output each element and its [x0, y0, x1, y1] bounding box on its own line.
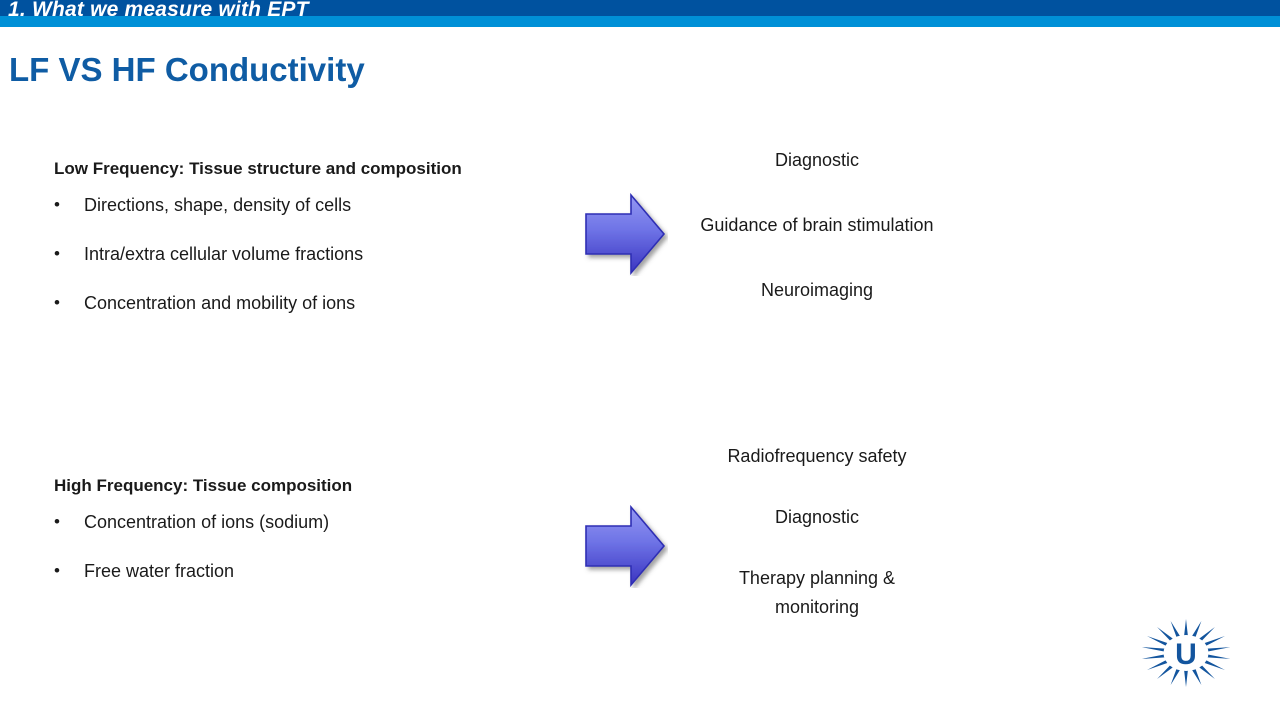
- list-item: • Intra/extra cellular volume fractions: [54, 242, 574, 266]
- low-frequency-heading: Low Frequency: Tissue structure and comp…: [54, 159, 462, 178]
- high-frequency-applications: Radiofrequency safety Diagnostic Therapy…: [697, 442, 937, 622]
- bullet-icon: •: [54, 512, 60, 531]
- low-frequency-block: Low Frequency: Tissue structure and comp…: [54, 159, 574, 340]
- high-frequency-block: High Frequency: Tissue composition • Con…: [54, 476, 574, 608]
- application-item: Diagnostic: [774, 507, 860, 527]
- list-item: • Free water fraction: [54, 559, 574, 583]
- list-item-label: Free water fraction: [84, 561, 235, 581]
- page-title: LF VS HF Conductivity: [9, 51, 365, 88]
- right-arrow-icon: [585, 192, 666, 276]
- right-arrow-icon: [585, 504, 666, 588]
- high-frequency-heading: High Frequency: Tissue composition: [54, 476, 353, 495]
- bullet-icon: •: [54, 244, 60, 263]
- application-item: Radiofrequency safety: [727, 446, 907, 466]
- list-item-label: Intra/extra cellular volume fractions: [84, 244, 364, 264]
- low-frequency-applications: Diagnostic Guidance of brain stimulation…: [697, 146, 937, 305]
- list-item-label: Concentration of ions (sodium): [84, 512, 330, 532]
- application-item: Neuroimaging: [760, 280, 874, 300]
- bullet-icon: •: [54, 293, 60, 312]
- bullet-icon: •: [54, 561, 60, 580]
- header-banner-light-band: [0, 16, 1280, 27]
- application-item: Guidance of brain stimulation: [700, 215, 934, 235]
- list-item: • Concentration and mobility of ions: [54, 291, 574, 315]
- application-item: Therapy planning & monitoring: [738, 568, 896, 617]
- header-banner-dark-band: [0, 0, 1280, 16]
- list-item: • Directions, shape, density of cells: [54, 193, 574, 217]
- list-item-label: Directions, shape, density of cells: [84, 195, 352, 215]
- application-item: Diagnostic: [774, 150, 860, 170]
- logo-letter: U: [1175, 638, 1197, 671]
- university-logo: U: [1141, 619, 1231, 687]
- sunburst-icon: [1141, 619, 1231, 687]
- list-item-label: Concentration and mobility of ions: [84, 293, 356, 313]
- section-header-label: 1. What we measure with EPT: [8, 0, 309, 21]
- list-item: • Concentration of ions (sodium): [54, 510, 574, 534]
- bullet-icon: •: [54, 195, 60, 214]
